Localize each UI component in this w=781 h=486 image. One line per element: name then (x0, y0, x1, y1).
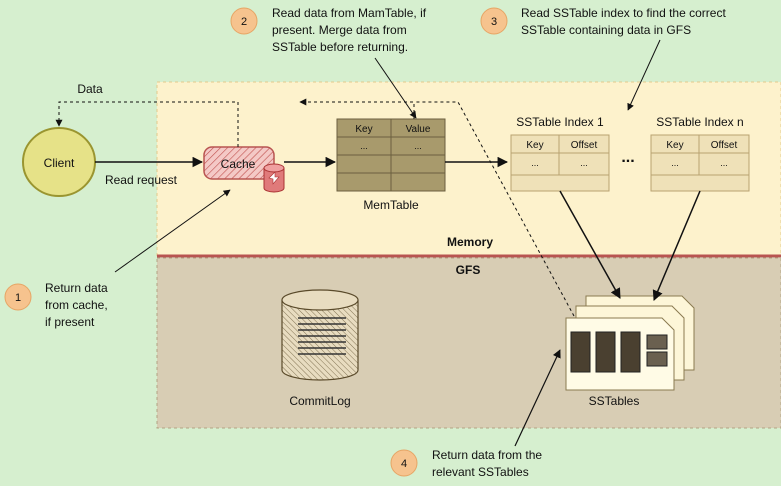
gfs-zone-label: GFS (456, 263, 481, 277)
step-1-line-1: Return data (45, 281, 108, 295)
memtable-caption: MemTable (363, 198, 419, 212)
memory-zone-label: Memory (447, 235, 493, 249)
step-2-line-1: Read data from MamTable, if (272, 6, 427, 20)
cache-node[interactable] (203, 146, 275, 180)
edge-memtable-data-return (299, 98, 415, 119)
step-4-pointer (514, 349, 561, 447)
ss-index-n-caption: SSTable Index n (656, 115, 743, 129)
step-2-line-2: present. Merge data from (272, 23, 407, 37)
ss-index-n-ellipsis-offset: ... (720, 158, 728, 168)
memtable-header-key: Key (355, 124, 372, 135)
step-4-callout: 4 Return data from the relevant SSTables (390, 448, 542, 479)
step-1-pointer (114, 189, 231, 273)
step-4-badge (390, 449, 418, 477)
edge-indexn-to-sstables (652, 190, 701, 301)
ss-index-n-ellipsis-key: ... (671, 158, 679, 168)
ss-index-1-header-key: Key (526, 140, 543, 151)
cache-label: Cache (221, 157, 256, 171)
ss-index-1-ellipsis-offset: ... (580, 158, 588, 168)
memtable-ellipsis-key: ... (360, 141, 368, 151)
ss-index-n-node[interactable] (650, 134, 750, 192)
cache-database-icon (263, 163, 285, 193)
step-3-pointer (627, 39, 661, 111)
edge-sstables-data-return (414, 101, 575, 317)
step-2-line-3: SSTable before returning. (272, 40, 408, 54)
ss-index-1-node[interactable] (510, 134, 610, 192)
edge-data-label: Data (77, 82, 103, 96)
step-3-badge (480, 7, 508, 35)
memtable-node[interactable] (336, 118, 446, 192)
memtable-ellipsis-value: ... (414, 141, 422, 151)
ss-index-1-caption: SSTable Index 1 (516, 115, 604, 129)
step-2-badge (230, 7, 258, 35)
edge-index1-to-sstables (559, 190, 621, 299)
client-label: Client (44, 156, 75, 170)
ss-index-1-header-offset: Offset (571, 140, 598, 151)
step-2-pointer (374, 57, 417, 119)
edge-read-request-label: Read request (105, 173, 178, 187)
sstables-label: SSTables (589, 394, 640, 408)
ss-index-n-header-key: Key (666, 140, 683, 151)
ss-index-n-header-offset: Offset (711, 140, 738, 151)
sstables-stack[interactable] (565, 295, 695, 391)
step-1-line-3: if present (45, 315, 95, 329)
step-4-number: 4 (401, 458, 407, 470)
ss-index-1-ellipsis-key: ... (531, 158, 539, 168)
step-4-line-2: relevant SSTables (432, 465, 529, 479)
index-gap-ellipsis: ... (621, 149, 634, 166)
step-2-callout: 2 Read data from MamTable, if present. M… (230, 6, 427, 54)
edge-data-return (55, 101, 239, 147)
step-3-line-2: SSTable containing data in GFS (521, 23, 691, 37)
step-4-line-1: Return data from the (432, 448, 542, 462)
step-3-number: 3 (491, 16, 497, 28)
step-1-callout: 1 Return data from cache, if present (4, 281, 108, 329)
step-1-number: 1 (15, 292, 21, 304)
step-3-line-1: Read SSTable index to find the correct (521, 6, 726, 20)
step-1-line-2: from cache, (45, 298, 108, 312)
commitlog-cylinder[interactable] (281, 289, 359, 381)
step-1-badge (4, 283, 32, 311)
step-3-callout: 3 Read SSTable index to find the correct… (480, 6, 726, 37)
step-2-number: 2 (241, 16, 247, 28)
commitlog-label: CommitLog (289, 394, 350, 408)
memtable-header-value: Value (406, 124, 431, 135)
